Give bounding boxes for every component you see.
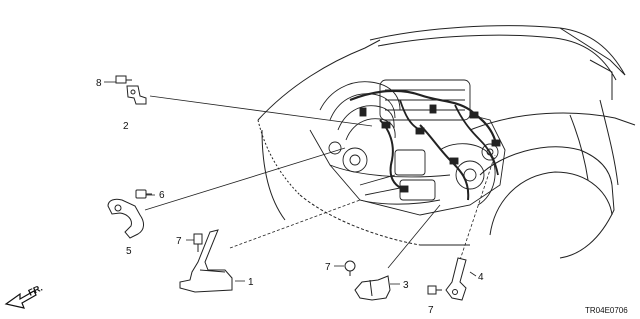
callout-7-left: 7	[176, 236, 182, 247]
part-6-bolt	[135, 189, 152, 199]
callout-2: 2	[123, 121, 129, 132]
part-8-bolt	[115, 75, 132, 84]
part-1-stay	[179, 229, 233, 293]
leader-lines	[104, 81, 496, 285]
callout-4: 4	[478, 272, 484, 283]
part-4-bracket	[445, 257, 467, 301]
callout-1: 1	[248, 277, 254, 288]
diagram-code: TR04E0706	[585, 306, 628, 315]
part-7-bolt-center	[344, 260, 356, 276]
callout-6: 6	[159, 190, 165, 201]
part-2-bracket	[126, 85, 147, 105]
part-7-bolt-right	[427, 285, 442, 295]
part-7-bolt-left	[193, 233, 203, 252]
part-5-bracket	[107, 198, 144, 239]
part-3-bracket	[354, 275, 391, 301]
callout-7-center: 7	[325, 262, 331, 273]
front-direction-label: FR.	[27, 283, 44, 298]
callout-3: 3	[403, 280, 409, 291]
car-body-outline	[257, 25, 636, 259]
callout-7-right: 7	[428, 305, 434, 316]
callout-8: 8	[96, 78, 102, 89]
engine-assembly	[309, 79, 506, 216]
callout-5: 5	[126, 246, 132, 257]
front-direction-arrow-icon	[4, 290, 37, 309]
